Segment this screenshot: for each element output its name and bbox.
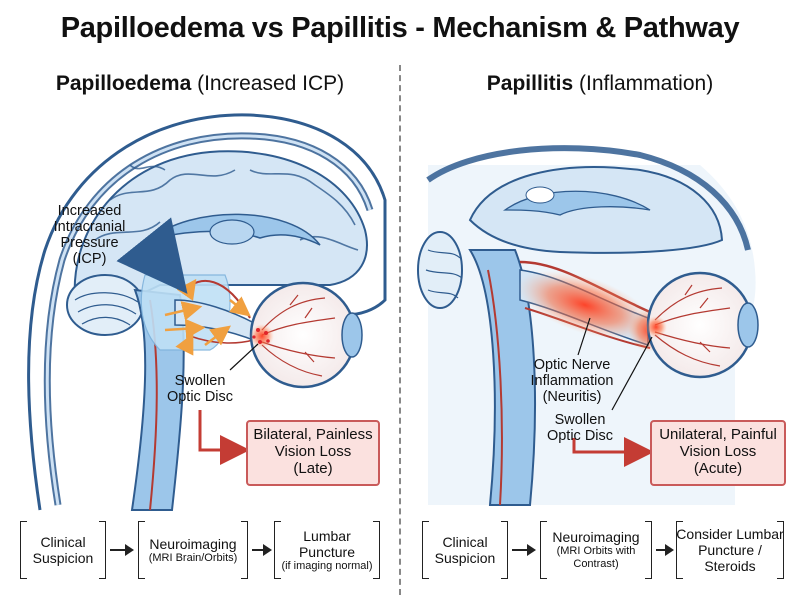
icp-label-line: (ICP)	[72, 251, 107, 267]
right-step-lumbar-steroids: Consider Lumbar Puncture / Steroids	[676, 521, 784, 579]
left-disc-label: Swollen Optic Disc	[158, 373, 242, 405]
left-disc-label-line: Optic Disc	[166, 389, 234, 405]
icp-label: Increased Intracranial Pressure (ICP)	[42, 203, 137, 267]
inflammation-label-line: Optic Nerve	[533, 357, 611, 373]
papillitis-heading-bold: Papillitis	[486, 72, 574, 95]
step-text: Lumbar	[303, 527, 351, 544]
left-cerebellum	[66, 274, 144, 336]
icp-label-line: Intracranial	[53, 219, 126, 235]
right-disc-label-line: Optic Disc	[546, 428, 614, 444]
step-text: Puncture	[298, 543, 356, 560]
left-head-illustration	[27, 113, 387, 511]
left-flow-arrow	[110, 544, 134, 556]
left-outcome-line: Vision Loss	[274, 443, 352, 460]
papilloedema-heading: Papilloedema (Increased ICP)	[0, 72, 400, 96]
step-text: Suspicion	[32, 550, 94, 566]
papilloedema-heading-bold: Papilloedema	[55, 72, 192, 95]
right-outcome-box: Unilateral, Painful Vision Loss (Acute)	[650, 420, 786, 486]
inflammation-label-line: Inflammation	[530, 373, 614, 389]
right-swollen-disc	[645, 316, 667, 338]
left-eyeball	[249, 281, 363, 389]
icp-label-line: Pressure	[60, 235, 119, 251]
panel-divider	[399, 65, 401, 595]
papilloedema-heading-rest: (Increased ICP)	[191, 72, 345, 95]
left-step-neuroimaging: Neuroimaging (MRI Brain/Orbits)	[138, 521, 248, 579]
step-text: Clinical	[442, 534, 488, 550]
step-text: Neuroimaging	[149, 535, 237, 552]
step-text: Steroids	[704, 558, 756, 574]
left-outcome-line: Bilateral, Painless	[253, 426, 373, 443]
right-step-clinical-suspicion: Clinical Suspicion	[422, 521, 508, 579]
step-subtext: (if imaging normal)	[281, 559, 373, 572]
left-step-lumbar-puncture: Lumbar Puncture (if imaging normal)	[274, 521, 380, 579]
step-text: Consider Lumbar	[676, 526, 784, 542]
left-step-clinical-suspicion: Clinical Suspicion	[20, 521, 106, 579]
right-flow-arrow	[656, 544, 674, 556]
icp-label-line: Increased	[57, 203, 122, 219]
left-outcome-box: Bilateral, Painless Vision Loss (Late)	[246, 420, 380, 486]
right-flow-arrow	[512, 544, 536, 556]
icp-arrow	[116, 217, 188, 294]
inflammation-label-line: (Neuritis)	[542, 389, 602, 405]
right-disc-label: Swollen Optic Disc	[538, 412, 622, 444]
step-subtext: (MRI Brain/Orbits)	[148, 551, 238, 564]
left-disc-label-line: Swollen	[174, 373, 226, 389]
papillitis-heading-rest: (Inflammation)	[573, 72, 714, 95]
right-outcome-arrow	[572, 437, 654, 467]
step-subtext: (MRI Orbits with Contrast)	[556, 545, 636, 570]
right-step-neuroimaging: Neuroimaging (MRI Orbits with Contrast)	[540, 521, 652, 579]
step-text: Puncture /	[698, 542, 762, 558]
step-text: Neuroimaging	[552, 529, 640, 545]
step-text: Suspicion	[434, 550, 496, 566]
step-text: Clinical	[40, 534, 86, 550]
right-disc-label-line: Swollen	[554, 412, 606, 428]
left-outcome-line: (Late)	[293, 460, 333, 477]
papillitis-heading: Papillitis (Inflammation)	[400, 72, 800, 96]
left-scalp	[27, 113, 387, 511]
right-outcome-line: Vision Loss	[679, 443, 757, 460]
left-outcome-arrow	[198, 410, 250, 465]
inflammation-label: Optic Nerve Inflammation (Neuritis)	[522, 357, 622, 405]
left-flow-arrow	[252, 544, 272, 556]
right-outcome-line: Unilateral, Painful	[659, 426, 777, 443]
right-outcome-line: (Acute)	[693, 460, 743, 477]
page-title: Papilloedema vs Papillitis - Mechanism &…	[60, 12, 740, 44]
right-eyeball	[645, 271, 759, 379]
